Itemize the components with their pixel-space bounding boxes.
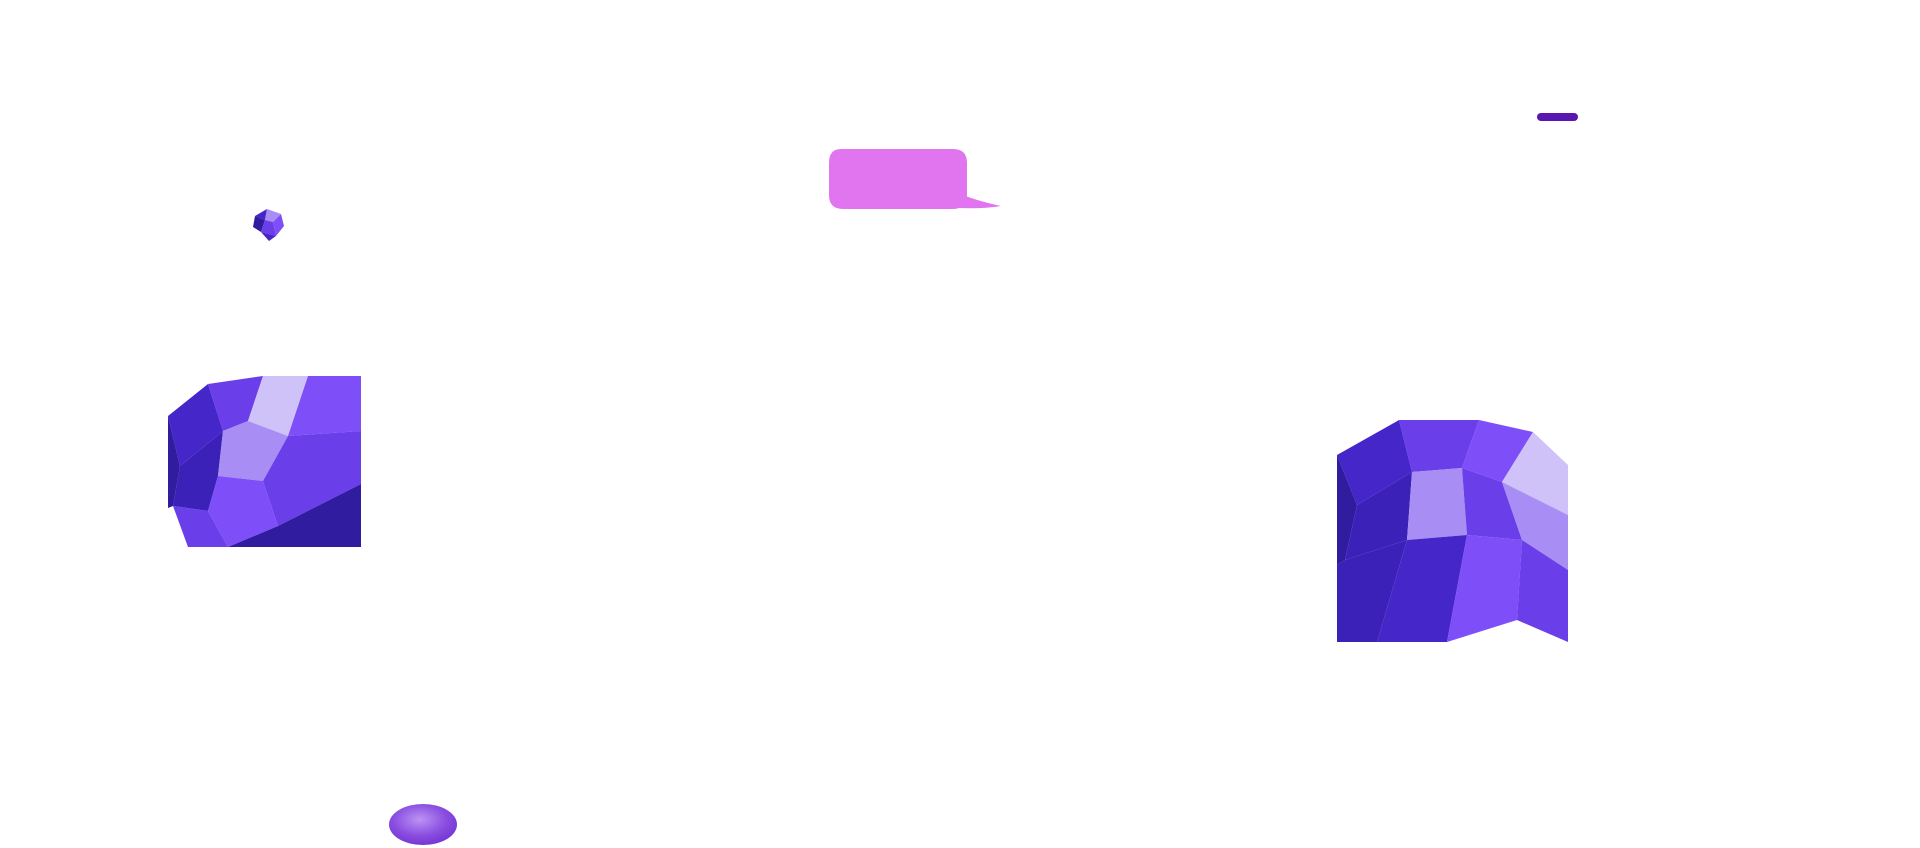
small-gem-icon bbox=[253, 209, 284, 241]
gem-facet bbox=[1337, 455, 1357, 565]
crystal-gem-icon bbox=[1337, 420, 1568, 642]
gem-facet bbox=[255, 209, 267, 220]
gem-facet bbox=[253, 216, 265, 232]
gem-facet bbox=[173, 431, 223, 511]
gem-facet bbox=[228, 484, 361, 547]
gem-facet bbox=[1399, 420, 1479, 472]
gem-facet bbox=[168, 384, 223, 466]
gem-facet bbox=[1337, 420, 1412, 505]
gem-facet bbox=[1407, 468, 1467, 540]
dash-icon bbox=[1537, 113, 1578, 121]
gem-facet bbox=[1462, 420, 1533, 482]
glow-orb-icon bbox=[389, 804, 457, 845]
gem-facet bbox=[273, 214, 284, 236]
gem-facet bbox=[168, 416, 180, 508]
gem-facet bbox=[261, 232, 276, 241]
paint-splat-icon bbox=[829, 149, 1001, 209]
gem-facet bbox=[1447, 535, 1522, 642]
gem-facet bbox=[208, 476, 278, 547]
gem-facet bbox=[218, 421, 288, 481]
gem-facet bbox=[1337, 540, 1407, 642]
gem-facet bbox=[1462, 468, 1522, 540]
gem-facet bbox=[173, 506, 228, 547]
gem-facet bbox=[1517, 540, 1568, 642]
gem-facet bbox=[1502, 482, 1568, 570]
gem-facet bbox=[261, 220, 276, 236]
gem-facet bbox=[263, 431, 361, 526]
gem-facet bbox=[1377, 535, 1467, 642]
gem-facet bbox=[288, 376, 361, 436]
splat-tail bbox=[935, 183, 1001, 209]
crystal-gem-icon bbox=[168, 376, 361, 547]
orb-shape bbox=[389, 804, 457, 845]
splat-body bbox=[829, 149, 967, 209]
gem-facet bbox=[1345, 472, 1412, 560]
gem-facet bbox=[1502, 432, 1568, 515]
gem-facet bbox=[265, 209, 281, 222]
dash-shape bbox=[1537, 113, 1578, 121]
